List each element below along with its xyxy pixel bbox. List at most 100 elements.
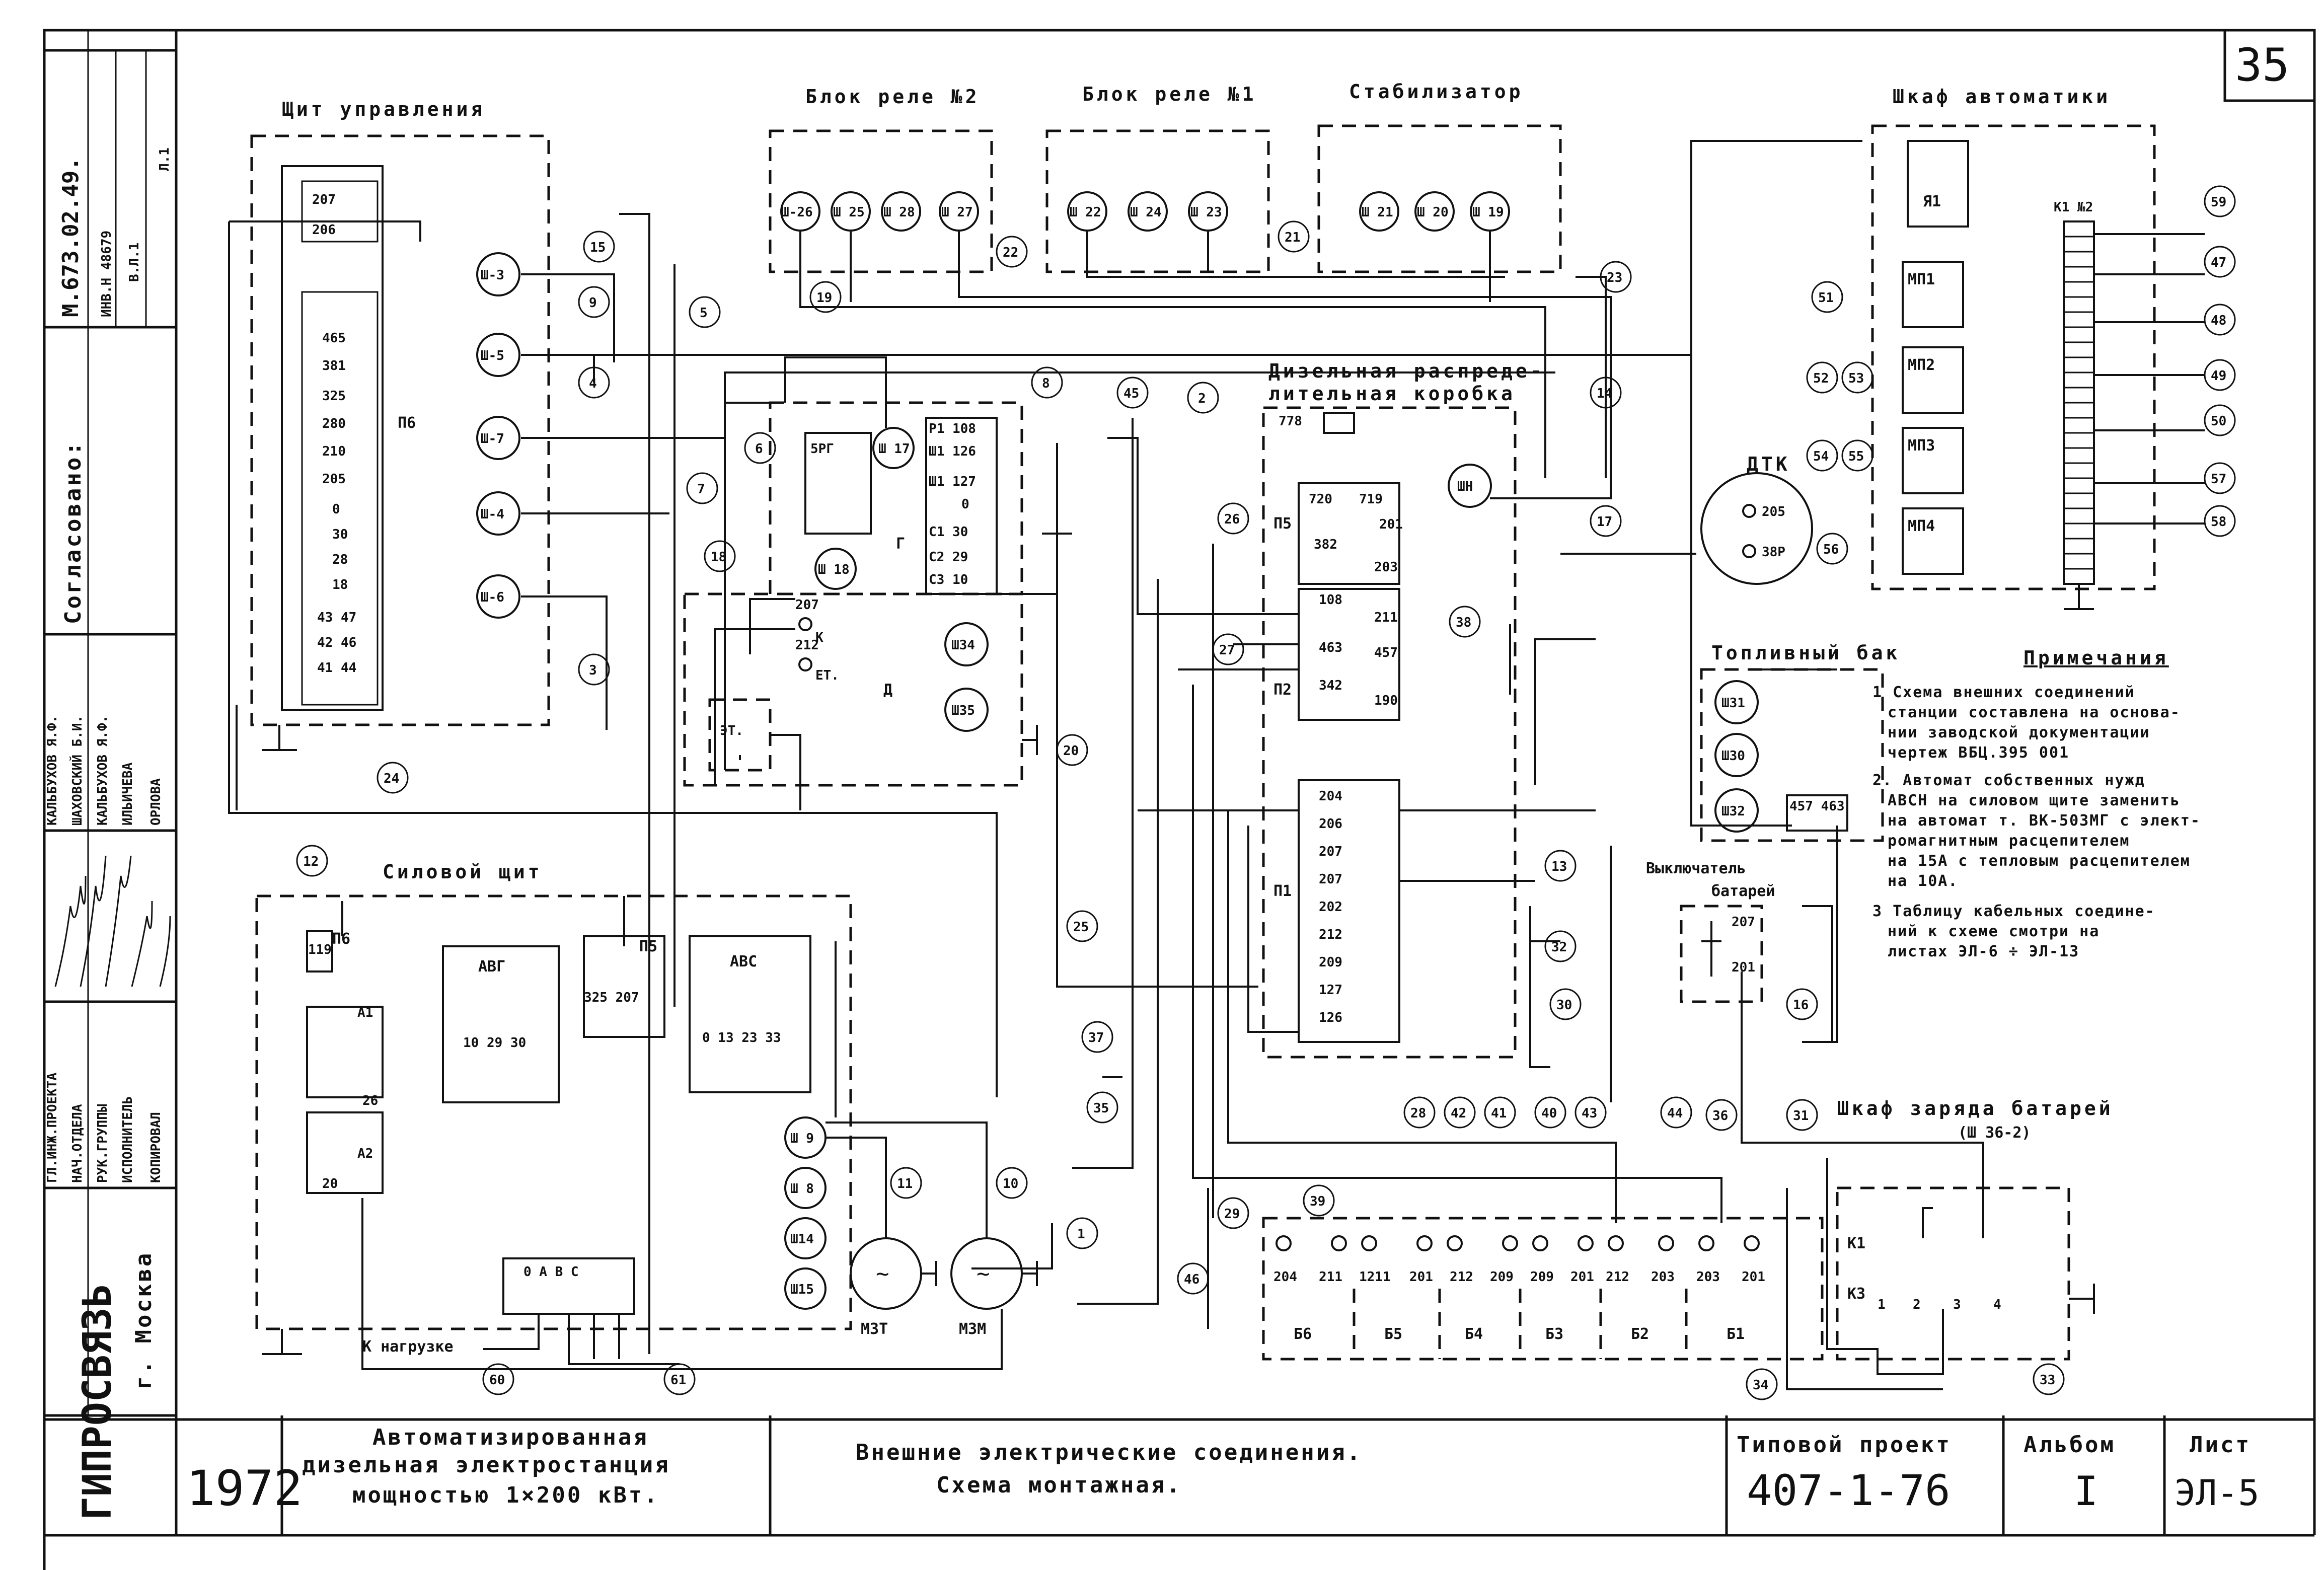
power-p5terms: 325 207 [584, 990, 639, 1005]
relay1-socket-1: Ш 24 [1130, 205, 1162, 220]
fuel-socket-1: Ш30 [1721, 749, 1745, 764]
svg-text:35: 35 [1093, 1101, 1109, 1116]
charger-pin-2: 3 [1953, 1297, 1961, 1312]
cable-34: 34 [1746, 1368, 1778, 1400]
cp-term-3: 381 [322, 358, 346, 373]
stamp-name-2: КАЛЬБУХОВ Я.Ф. [95, 715, 110, 826]
dist-title-2: лительная коробка [1268, 383, 1516, 405]
cable-46: 46 [1177, 1262, 1209, 1295]
cable-41: 41 [1484, 1096, 1516, 1129]
battery-2: Б4 [1465, 1325, 1483, 1343]
cable-20: 20 [1056, 734, 1088, 766]
engine-pin-3: 0 [961, 497, 969, 512]
dist-fuse: 778 [1279, 414, 1302, 429]
cable-10: 10 [996, 1167, 1028, 1199]
cp-socket-2: Ш-7 [481, 431, 504, 446]
cable-14: 14 [1590, 377, 1622, 409]
svg-text:32: 32 [1551, 940, 1567, 955]
cable-57: 57 [2204, 462, 2236, 494]
fuel-terms: 457 463 [1789, 799, 1845, 814]
cable-43: 43 [1575, 1096, 1607, 1129]
svg-text:9: 9 [589, 295, 597, 311]
svg-text:19: 19 [816, 290, 832, 306]
title-album: I [2074, 1468, 2098, 1515]
engine-sh18: Ш 18 [818, 562, 850, 577]
cable-42: 42 [1444, 1096, 1476, 1129]
engine-et: ЭТ. [720, 723, 743, 738]
cable-58: 58 [2204, 505, 2236, 537]
engine-generator: 5РГ Ш 17 Ш 18 Г Р1 108 Ш1 126 Ш1 127 0 С… [683, 401, 1038, 787]
bat-switch-title-1: Выключатель [1646, 860, 1746, 877]
dist-p2: П2 [1273, 681, 1292, 699]
dist-p5-4: 203 [1374, 560, 1398, 575]
engine-sh35: Ш35 [951, 703, 975, 718]
dist-p1-6: 209 [1319, 955, 1342, 970]
cp-socket-3: Ш-4 [481, 507, 504, 522]
cable-9: 9 [578, 286, 610, 318]
title-year: 1972 [186, 1460, 303, 1517]
dtk-t1: 205 [1762, 504, 1785, 519]
bat-term-8: 212 [1606, 1269, 1629, 1285]
svg-text:29: 29 [1224, 1207, 1240, 1222]
svg-text:15: 15 [590, 240, 606, 255]
engine-srg: 5РГ [810, 441, 834, 457]
title-desc-2: дизельная электростанция [302, 1452, 670, 1478]
svg-text:37: 37 [1088, 1030, 1104, 1045]
stabilizer: Стабилизатор Ш 21 Ш 20 Ш 19 [1317, 81, 1562, 273]
charger-pin-0: 1 [1878, 1297, 1886, 1312]
svg-text:45: 45 [1123, 386, 1139, 401]
cable-27: 27 [1212, 633, 1244, 665]
note-line-11: ний к схеме смотри на [1888, 923, 2100, 940]
svg-text:38: 38 [1456, 615, 1471, 630]
svg-text:16: 16 [1793, 998, 1809, 1013]
stab-socket-1: Ш 20 [1417, 205, 1449, 220]
dist-p1-0: 204 [1319, 789, 1342, 804]
svg-text:28: 28 [1410, 1106, 1426, 1121]
title-sheet-label: Лист [2190, 1432, 2251, 1458]
svg-text:6: 6 [755, 441, 763, 457]
svg-text:58: 58 [2211, 514, 2226, 530]
dist-p1: П1 [1273, 882, 1292, 900]
dist-p1-2: 207 [1319, 844, 1342, 859]
svg-text:3: 3 [589, 663, 597, 678]
power-motor-0: МЗТ [861, 1320, 888, 1338]
power-avg: АВГ [478, 958, 505, 976]
cable-32: 32 [1544, 930, 1577, 962]
dist-title-1: Дизельная распреде- [1268, 360, 1545, 382]
battery-switch: Выключатель батарей 207 201 [1646, 860, 1775, 1003]
charger-k1: К1 [1847, 1235, 1865, 1252]
svg-text:12: 12 [303, 854, 319, 869]
sheet-number: 35 [2235, 39, 2289, 92]
stamp-code: М.673.02.49. [58, 157, 84, 317]
dist-p1-3: 207 [1319, 872, 1342, 887]
svg-text:43: 43 [1582, 1106, 1597, 1121]
power-a2: А2 [357, 1146, 373, 1161]
cable-5: 5 [689, 296, 721, 328]
cable-29: 29 [1217, 1197, 1249, 1229]
engine-et2: ЕТ. [815, 668, 839, 683]
cable-55: 55 [1841, 439, 1873, 472]
dist-p1-8: 126 [1319, 1010, 1342, 1025]
dist-p2-4: 342 [1319, 678, 1342, 693]
cp-term-11: 18 [332, 577, 348, 592]
bat-term-7: 201 [1570, 1269, 1594, 1285]
cable-markers: 1 2 3 4 5 6 7 8 9 10 11 12 13 14 15 16 1… [296, 185, 2236, 1400]
signatures [54, 855, 171, 987]
svg-text:41: 41 [1491, 1106, 1507, 1121]
engine-pin-6: С3 10 [929, 572, 968, 587]
bat-term-11: 201 [1742, 1269, 1765, 1285]
cp-term-10: 28 [332, 552, 348, 567]
cp-term-4: 325 [322, 389, 346, 404]
cable-47: 47 [2204, 246, 2236, 278]
bat-term-2: 1211 [1359, 1269, 1391, 1285]
control-panel-title: Щит управления [282, 98, 485, 120]
stamp-city: г. Москва [131, 1251, 157, 1389]
cp-term-7: 205 [322, 472, 346, 487]
title-project-label: Типовой проект [1737, 1432, 1952, 1458]
stamp-name-1: ШАХОВСКИЙ Б.И. [69, 715, 85, 826]
cable-30: 30 [1549, 988, 1582, 1020]
dtk-t2: 38Р [1762, 545, 1785, 560]
power-avs: АВС [730, 953, 757, 970]
battery-0: Б6 [1294, 1325, 1312, 1343]
